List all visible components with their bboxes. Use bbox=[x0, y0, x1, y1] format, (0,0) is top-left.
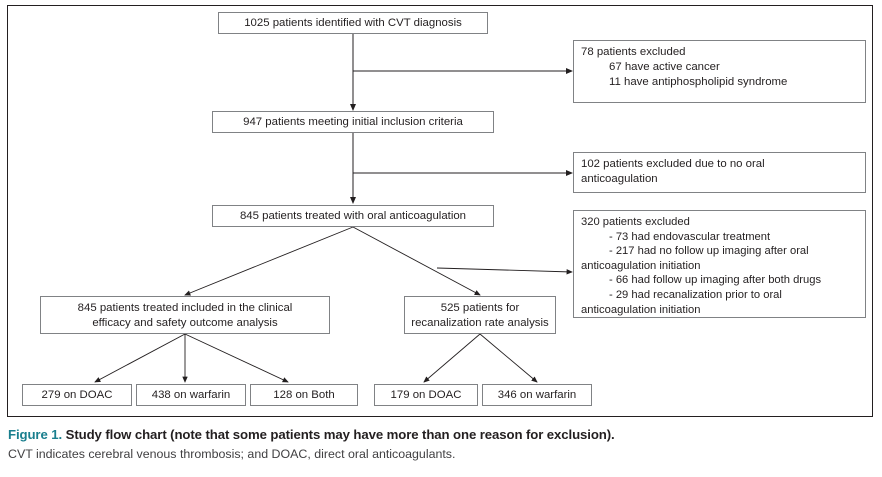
node-excluded-3-line-1: 320 patients excluded bbox=[581, 216, 690, 228]
edge-treated-to-excluded-3 bbox=[436, 267, 573, 275]
node-identified-label: 1025 patients identified with CVT diagno… bbox=[244, 16, 462, 29]
edge-efficacy-to-both bbox=[184, 333, 289, 383]
node-recanalization-line-2: recanalization rate analysis bbox=[411, 317, 549, 329]
node-inclusion[interactable]: 947 patients meeting initial inclusion c… bbox=[212, 111, 494, 133]
node-doac-2-label: 179 on DOAC bbox=[390, 388, 462, 401]
node-warfarin-1-label: 438 on warfarin bbox=[151, 388, 231, 401]
node-warfarin-2[interactable]: 346 on warfarin bbox=[482, 384, 592, 406]
node-doac-1[interactable]: 279 on DOAC bbox=[22, 384, 132, 406]
node-warfarin-1[interactable]: 438 on warfarin bbox=[136, 384, 246, 406]
node-both-label: 128 on Both bbox=[273, 388, 335, 401]
caption-title: Figure 1. Study flow chart (note that so… bbox=[8, 426, 874, 443]
edge-treated-to-efficacy bbox=[184, 226, 354, 296]
node-doac-2[interactable]: 179 on DOAC bbox=[374, 384, 478, 406]
node-recanalization[interactable]: 525 patients for recanalization rate ana… bbox=[404, 296, 556, 334]
node-excluded-1[interactable]: 78 patients excluded 67 have active canc… bbox=[573, 40, 866, 103]
node-warfarin-2-label: 346 on warfarin bbox=[497, 388, 577, 401]
node-treated[interactable]: 845 patients treated with oral anticoagu… bbox=[212, 205, 494, 227]
node-excluded-3[interactable]: 320 patients excluded - 73 had endovascu… bbox=[573, 210, 866, 318]
node-excluded-2-line-2: anticoagulation bbox=[581, 173, 658, 185]
node-excluded-1-line-3: 11 have antiphospholipid syndrome bbox=[609, 76, 788, 88]
node-both[interactable]: 128 on Both bbox=[250, 384, 358, 406]
edge-treated-to-recanalization bbox=[352, 226, 481, 296]
caption-figure-label: Figure 1. bbox=[8, 427, 63, 442]
edge-recanalization-to-warfarin-2 bbox=[479, 333, 538, 383]
node-excluded-3-line-4: anticoagulation initiation bbox=[581, 259, 701, 272]
node-identified[interactable]: 1025 patients identified with CVT diagno… bbox=[218, 12, 488, 34]
node-efficacy-line-1: 845 patients treated included in the cli… bbox=[77, 302, 293, 314]
edge-recanalization-to-doac-2 bbox=[423, 333, 481, 383]
node-excluded-1-line-2: 67 have active cancer bbox=[609, 61, 720, 73]
caption-title-text: Study flow chart (note that some patient… bbox=[65, 427, 615, 442]
node-excluded-3-line-7: anticoagulation initiation bbox=[581, 303, 701, 316]
node-excluded-3-line-2: - 73 had endovascular treatment bbox=[609, 230, 771, 243]
node-excluded-2[interactable]: 102 patients excluded due to no oral ant… bbox=[573, 152, 866, 193]
caption-note: CVT indicates cerebral venous thrombosis… bbox=[8, 447, 456, 461]
edge-efficacy-to-doac-1 bbox=[94, 333, 186, 383]
node-efficacy[interactable]: 845 patients treated included in the cli… bbox=[40, 296, 330, 334]
figure-caption: Figure 1. Study flow chart (note that so… bbox=[8, 426, 874, 463]
node-excluded-2-line-1: 102 patients excluded due to no oral bbox=[581, 158, 765, 170]
node-efficacy-line-2: efficacy and safety outcome analysis bbox=[92, 317, 278, 329]
node-inclusion-label: 947 patients meeting initial inclusion c… bbox=[243, 115, 463, 128]
node-doac-1-label: 279 on DOAC bbox=[41, 388, 113, 401]
node-excluded-3-line-6: - 29 had recanalization prior to oral bbox=[609, 288, 782, 301]
node-recanalization-line-1: 525 patients for bbox=[440, 302, 520, 314]
node-excluded-3-line-5: - 66 had follow up imaging after both dr… bbox=[609, 274, 822, 287]
node-excluded-3-line-3: - 217 had no follow up imaging after ora… bbox=[609, 245, 809, 258]
flow-chart: 1025 patients identified with CVT diagno… bbox=[22, 12, 866, 406]
node-excluded-1-line-1: 78 patients excluded bbox=[581, 46, 686, 58]
node-treated-label: 845 patients treated with oral anticoagu… bbox=[239, 209, 467, 222]
